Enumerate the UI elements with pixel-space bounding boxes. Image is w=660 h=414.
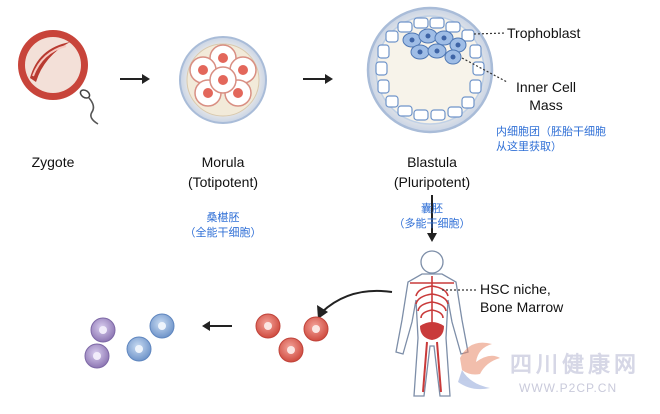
sperm-icon [79,89,99,125]
label-zygote: Zygote [31,154,75,170]
label-morula-cn: 桑椹胚 [206,211,240,224]
label-inner-cell-mass-1: Inner Cell [516,79,576,95]
inner-cell-mass-leader-line [461,57,508,83]
label-inner-cell-mass-2: Mass [529,97,563,113]
label-morula: Morula [201,154,245,170]
watermark-bird-logo [458,342,500,390]
trophoblast-cells [375,17,485,121]
human-body-illustration [395,250,477,397]
curved-arrow-body-to-cells [317,289,393,319]
label-bone-marrow: Bone Marrow [480,299,564,315]
blastula-illustration [366,6,508,134]
arrow-to-blood-cells [202,321,232,331]
zygote-illustration [18,30,99,125]
label-morula-cn-sub: （全能干细胞） [184,226,262,239]
label-inner-cell-mass-cn-2: 从这里获取） [496,140,562,153]
trophoblast-leader-line [473,32,507,35]
morula-illustration [179,36,267,124]
arrow-morula-to-blastula [303,74,333,84]
watermark-url: WWW.P2CP.CN [519,381,618,395]
label-trophoblast: Trophoblast [507,25,581,41]
label-blastula-cn: 囊胚 [421,202,443,215]
differentiated-blood-cells [84,313,175,369]
bone-marrow-skeleton [410,276,454,330]
arrow-zygote-to-morula [120,74,150,84]
label-inner-cell-mass-cn-1: 内细胞团（胚胎干细胞 [496,125,606,138]
label-blastula: Blastula [407,154,457,170]
watermark-site-name: 四川健康网 [510,353,641,378]
label-blastula-cn-sub: （多能干细胞） [393,217,471,230]
arrow-blastula-to-body [427,195,437,242]
progenitor-cells-red [255,313,329,363]
label-hsc-niche: HSC niche, [480,281,551,297]
label-morula-potency: (Totipotent) [187,174,259,190]
label-blastula-potency: (Pluripotent) [393,174,471,190]
